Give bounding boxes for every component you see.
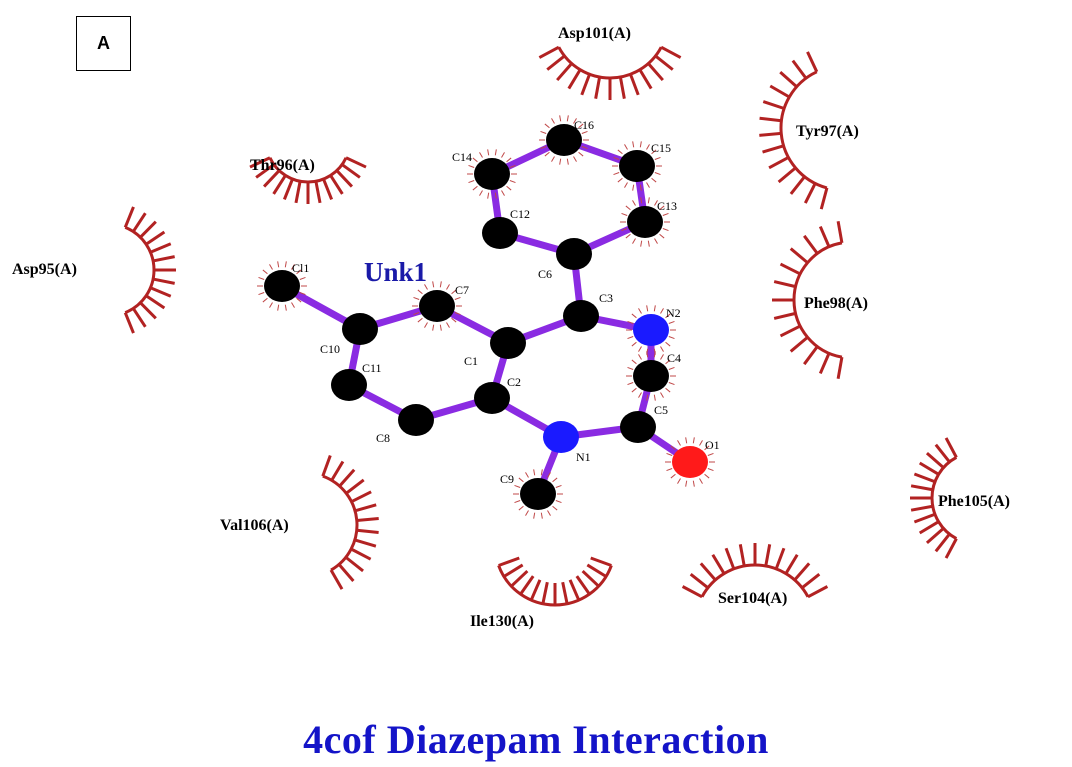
atom-label-c5: C5	[654, 403, 668, 417]
atom-c15	[619, 150, 655, 182]
residue-ile130	[497, 556, 613, 607]
arc-asp95	[124, 225, 156, 315]
arc-asp101	[557, 46, 663, 80]
residue-label-ser104: Ser104(A)	[718, 590, 787, 607]
residue-label-val106: Val106(A)	[220, 517, 289, 534]
atom-label-c16: C16	[574, 118, 594, 132]
atom-label-n1: N1	[576, 450, 591, 464]
atom-label-c15: C15	[651, 141, 671, 155]
atom-label-c14: C14	[452, 150, 472, 164]
atom-c12	[482, 217, 518, 249]
residue-thr96	[249, 156, 367, 204]
atom-cc11	[331, 369, 367, 401]
halo-o1	[665, 437, 715, 487]
figure-caption: 4cof Diazepam Interaction	[303, 717, 769, 762]
atom-c5	[620, 411, 656, 443]
atom-n1	[543, 421, 579, 453]
panel-label: A	[76, 16, 131, 71]
halo-c16	[539, 115, 589, 165]
atom-label-o1: O1	[705, 438, 720, 452]
atom-label-c2: C2	[507, 375, 521, 389]
atom-c3	[563, 300, 599, 332]
atom-c16	[546, 124, 582, 156]
residue-phe98	[772, 220, 844, 380]
atom-label-c1: C1	[464, 354, 478, 368]
residue-label-thr96: Thr96(A)	[250, 157, 315, 174]
halo-c14	[467, 149, 517, 199]
atom-label-c13: C13	[657, 199, 677, 213]
atom-o1	[672, 446, 708, 478]
residue-label-asp101: Asp101(A)	[558, 25, 631, 42]
atom-c1	[490, 327, 526, 359]
residue-ser104	[681, 543, 829, 599]
atom-c11	[264, 270, 300, 302]
atom-label-n2: N2	[666, 306, 681, 320]
atom-c14	[474, 158, 510, 190]
atom-label-c7: C7	[455, 283, 469, 297]
arc-tyr97	[779, 70, 828, 190]
atom-label-c12: C12	[510, 207, 530, 221]
halo-c9	[513, 469, 563, 519]
atom-label-c11: Cl1	[292, 261, 309, 275]
halo-c15	[612, 141, 662, 191]
atom-c4	[633, 360, 669, 392]
residue-label-phe105: Phe105(A)	[938, 493, 1010, 510]
halo-c7	[412, 281, 462, 331]
atom-n2	[633, 314, 669, 346]
atom-c8	[398, 404, 434, 436]
atom-label-c6: C6	[538, 267, 552, 281]
atom-c9	[520, 478, 556, 510]
atom-c7	[419, 290, 455, 322]
arc-val106	[322, 474, 359, 572]
atom-label-cc11: C11	[362, 361, 382, 375]
ligand-name-label: Unk1	[364, 257, 427, 287]
halo-c11	[257, 261, 307, 311]
residue-label-tyr97: Tyr97(A)	[796, 123, 859, 140]
atom-c2	[474, 382, 510, 414]
arc-ser104	[700, 563, 810, 598]
atom-label-c10: C10	[320, 342, 340, 356]
residue-label-asp95: Asp95(A)	[12, 261, 77, 278]
residue-phe105	[910, 437, 958, 559]
atom-label-c3: C3	[599, 291, 613, 305]
atom-c13	[627, 206, 663, 238]
residue-label-ile130: Ile130(A)	[470, 613, 534, 630]
halo-c4	[626, 351, 676, 401]
residue-asp95	[123, 206, 176, 334]
residue-val106	[321, 454, 379, 590]
residue-asp101	[538, 45, 682, 100]
atom-c6	[556, 238, 592, 270]
residue-tyr97	[759, 51, 829, 210]
halo-c13	[620, 197, 670, 247]
atom-label-c8: C8	[376, 431, 390, 445]
atom-label-c4: C4	[667, 351, 681, 365]
residue-label-phe98: Phe98(A)	[804, 295, 868, 312]
atom-c10	[342, 313, 378, 345]
atom-label-c9: C9	[500, 472, 514, 486]
